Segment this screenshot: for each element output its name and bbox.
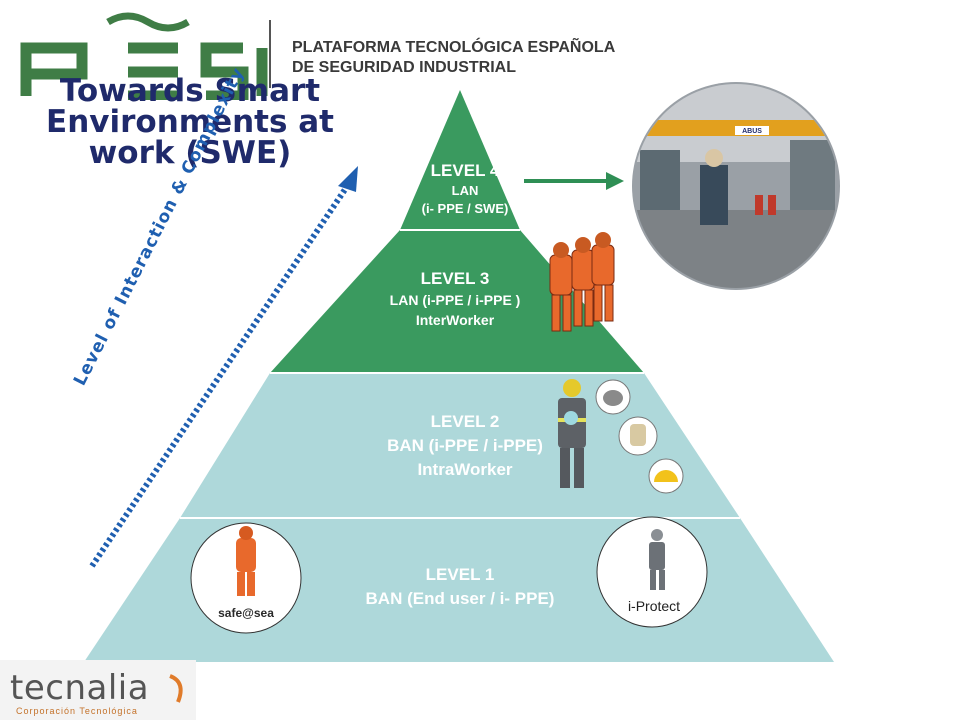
level3-label: LEVEL 3 LAN (i-PPE / i-PPE ) InterWorker (350, 268, 560, 330)
tecnalia-subtitle: Corporación Tecnológica (16, 706, 138, 716)
level3-line1: LAN (i-PPE / i-PPE ) (389, 292, 521, 308)
tecnalia-name: tecnalia (10, 668, 150, 708)
level2-title: LEVEL 2 (430, 412, 500, 431)
hard-hat-icon (648, 458, 684, 494)
level3-line2: InterWorker (415, 312, 495, 328)
pyramid-level4-band (400, 90, 520, 230)
page-title: Towards Smart Environments at work (SWE) (46, 73, 334, 171)
scene-arrowhead-icon (606, 172, 624, 190)
firefighter-ppe-image (558, 379, 586, 488)
level1-line1: BAN (End user / i- PPE) (365, 589, 555, 608)
level4-title: LEVEL 4 (430, 161, 500, 180)
gloves-icon (618, 416, 658, 456)
tecnalia-logo: tecnalia Corporación Tecnológica (0, 660, 196, 720)
level2-label: LEVEL 2 BAN (i-PPE / i-PPE) IntraWorker (330, 410, 600, 482)
level4-label: LEVEL 4 LAN (i- PPE / SWE) (380, 160, 550, 218)
level4-line2: (i- PPE / SWE) (421, 201, 509, 216)
respirator-mask-icon (595, 379, 631, 415)
scene-sign: ABUS (742, 128, 762, 135)
level4-line1: LAN (451, 183, 479, 198)
safe-at-sea-label: safe@sea (218, 606, 274, 620)
level3-title: LEVEL 3 (420, 269, 490, 288)
pyramid-level2-band (180, 373, 740, 518)
axis-arrowhead-icon (338, 166, 358, 192)
complexity-axis-arrow (89, 180, 353, 568)
level2-line2: IntraWorker (417, 460, 513, 479)
workplace-scene-image: ABUS (632, 82, 840, 290)
tecnalia-swoosh-icon (169, 674, 183, 703)
immersion-suits-group-image (549, 232, 615, 332)
level2-line1: BAN (i-PPE / i-PPE) (387, 436, 543, 455)
pesi-logo-mark (20, 12, 271, 102)
org-name-line2: DE SEGURIDAD INDUSTRIAL (292, 59, 517, 76)
org-name-line1: PLATAFORMA TECNOLÓGICA ESPAÑOLA (292, 39, 616, 56)
i-protect-label: i-Protect (628, 598, 680, 614)
i-protect-badge: i-Protect (596, 516, 708, 628)
level1-label: LEVEL 1 BAN (End user / i- PPE) (300, 563, 620, 611)
pesi-logo: PLATAFORMA TECNOLÓGICA ESPAÑOLA DE SEGUR… (18, 8, 638, 102)
level1-title: LEVEL 1 (425, 565, 495, 584)
safe-at-sea-badge: safe@sea (190, 522, 302, 634)
